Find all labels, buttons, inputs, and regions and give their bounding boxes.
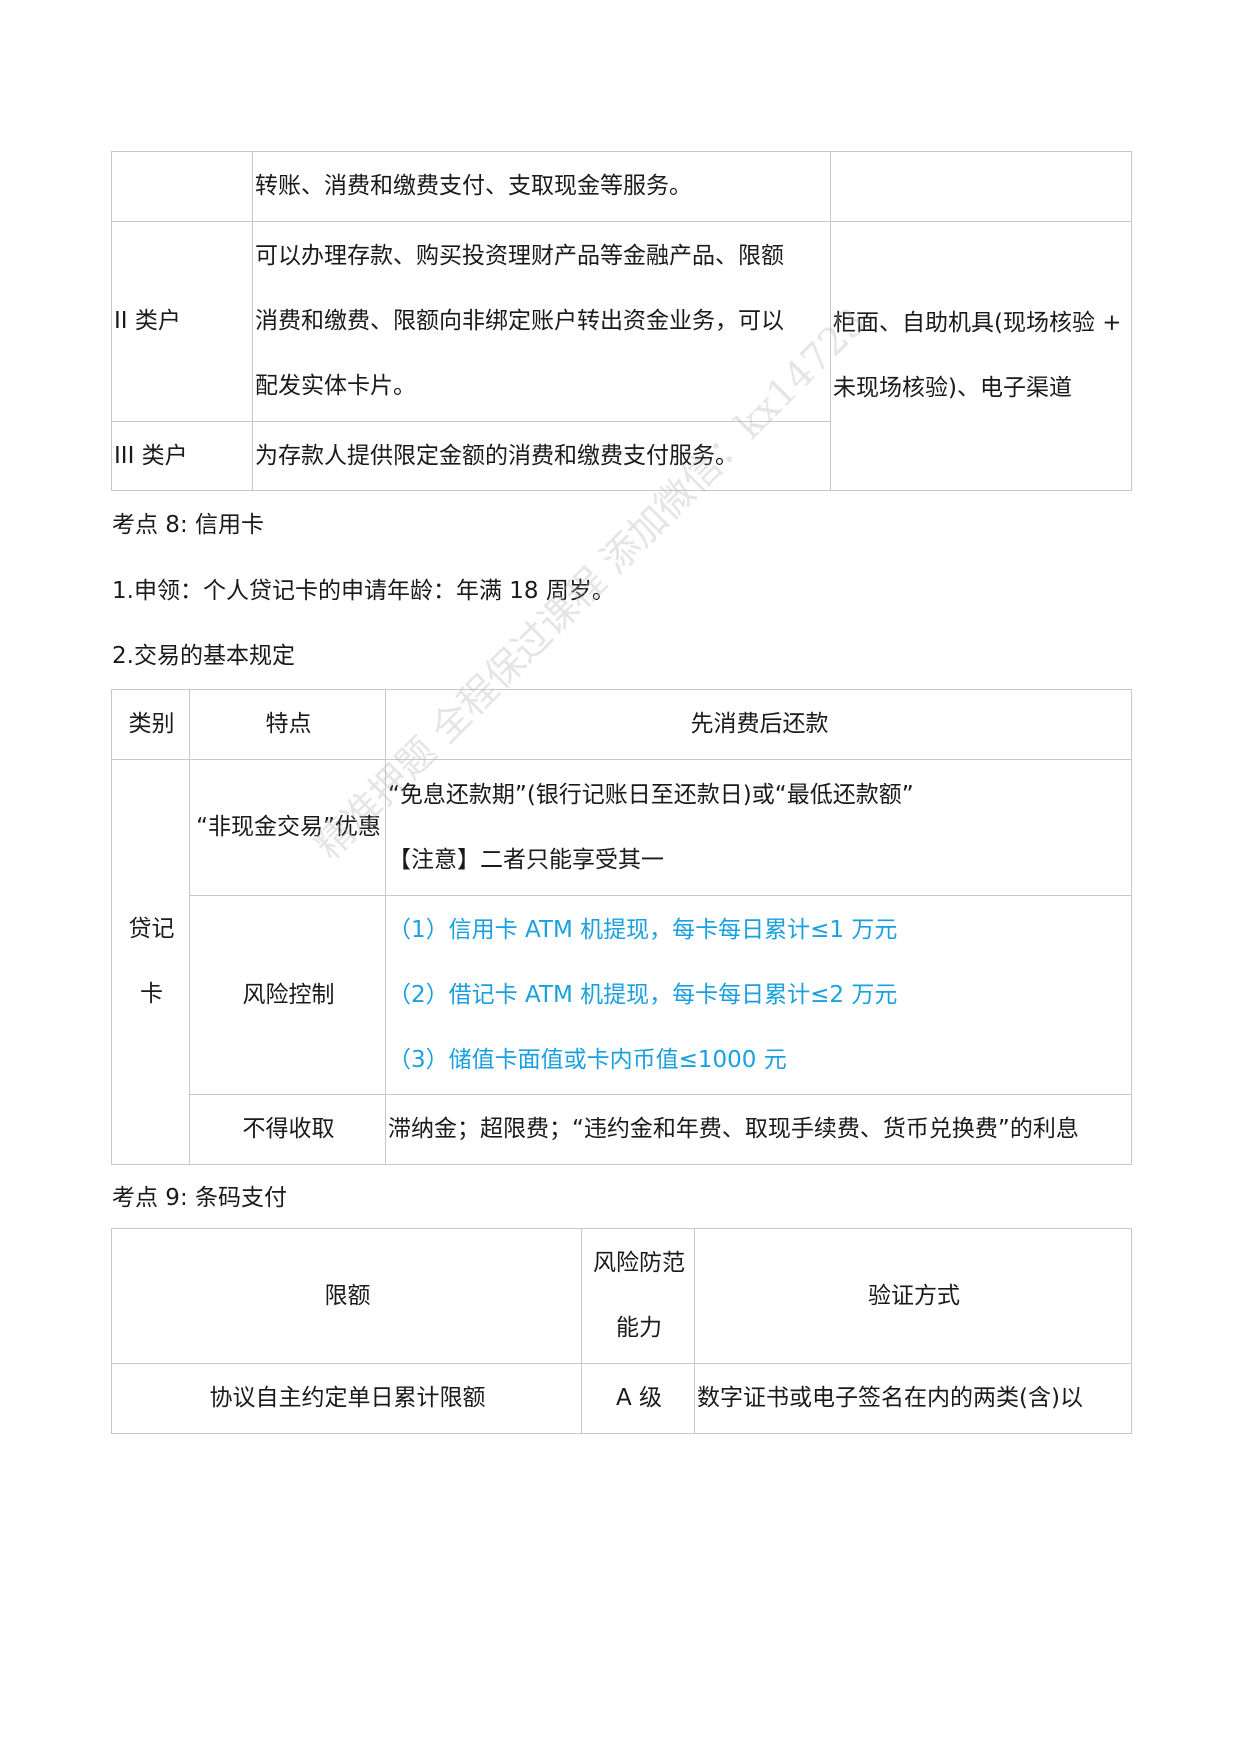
text-line: “免息还款期”(银行记账日至还款日)或“最低还款额” [388,781,914,808]
text-line: 配发实体卡片。 [255,373,416,399]
table-cell [111,151,253,222]
table-cell: 协议自主约定单日累计限额 [111,1363,582,1434]
feature-cell: 风险控制 [189,895,386,1095]
heading-point-9: 考点 9: 条码支付 [112,1185,288,1211]
column-header: 类别 [111,689,190,760]
table-row: 协议自主约定单日累计限额 A 级 数字证书或电子签名在内的两类(含)以 [111,1363,1132,1434]
text-line: 未现场核验)、电子渠道 [833,375,1072,401]
table-row: III 类户 为存款人提供限定金额的消费和缴费支付服务。 [111,421,1132,491]
barcode-payment-table: 限额 风险防范 能力 验证方式 协议自主约定单日累计限额 A 级 数字证书或电子… [111,1228,1132,1434]
text-line: （1）信用卡 ATM 机提现，每卡每日累计≤1 万元 [388,916,898,943]
account-class-ii: II 类户 [111,221,253,422]
channel-cell: 柜面、自助机具(现场核验 + 未现场核验)、电子渠道 [830,221,1132,491]
text-line: 贷记 [128,916,175,942]
column-header: 限额 [111,1228,582,1364]
paragraph-transaction-rules: 2.交易的基本规定 [112,643,295,669]
text-line: 卡 [140,981,163,1007]
column-header: 特点 [189,689,386,760]
text-line: 【注意】二者只能享受其一 [388,846,664,873]
column-header: 风险防范 能力 [581,1228,695,1364]
account-type-table: 转账、消费和缴费支付、支取现金等服务。 II 类户 可以办理存款、购买投资理财产… [111,151,1132,491]
text-line: 能力 [616,1315,662,1341]
feature-cell: 不得收取 [189,1094,386,1165]
table-row: 不得收取 滞纳金；超限费；“违约金和年费、取现手续费、货币兑换费”的利息 [112,1094,1132,1165]
table-cell: 可以办理存款、购买投资理财产品等金融产品、限额 消费和缴费、限额向非绑定账户转出… [252,221,831,422]
heading-point-8: 考点 8: 信用卡 [112,512,265,538]
text-line: （3）储值卡面值或卡内币值≤1000 元 [388,1046,787,1073]
table-row: 风险控制 （1）信用卡 ATM 机提现，每卡每日累计≤1 万元 （2）借记卡 A… [112,895,1132,1095]
table-header-row: 类别 特点 先消费后还款 [111,689,1132,760]
text-line: 可以办理存款、购买投资理财产品等金融产品、限额 [255,243,784,269]
table-row: 转账、消费和缴费支付、支取现金等服务。 [111,151,1132,222]
content-cell: （1）信用卡 ATM 机提现，每卡每日累计≤1 万元 （2）借记卡 ATM 机提… [385,895,1132,1095]
column-header: 先消费后还款 [385,689,1132,760]
column-header: 验证方式 [694,1228,1132,1364]
account-class-iii: III 类户 [111,421,253,491]
table-cell: 为存款人提供限定金额的消费和缴费支付服务。 [252,421,831,491]
category-cell: 贷记 卡 [111,759,190,1165]
feature-cell: “非现金交易”优惠 [189,759,386,896]
table-cell: 数字证书或电子签名在内的两类(含)以 [694,1363,1132,1434]
paragraph-application: 1.申领：个人贷记卡的申请年龄：年满 18 周岁。 [112,578,615,604]
table-cell: A 级 [581,1363,695,1434]
table-row: 贷记 卡 “非现金交易”优惠 “免息还款期”(银行记账日至还款日)或“最低还款额… [111,759,1132,1165]
table-cell: 转账、消费和缴费支付、支取现金等服务。 [252,151,831,222]
content-cell: “免息还款期”(银行记账日至还款日)或“最低还款额” 【注意】二者只能享受其一 [385,759,1132,896]
table-cell [830,151,1132,222]
table-row: II 类户 可以办理存款、购买投资理财产品等金融产品、限额 消费和缴费、限额向非… [111,221,1132,491]
table-header-row: 限额 风险防范 能力 验证方式 [111,1228,1132,1364]
text-line: 风险防范 [593,1250,685,1276]
content-cell: 滞纳金；超限费；“违约金和年费、取现手续费、货币兑换费”的利息 [385,1094,1132,1165]
text-line: 柜面、自助机具(现场核验 + [833,310,1122,336]
text-line: （2）借记卡 ATM 机提现，每卡每日累计≤2 万元 [388,981,898,1008]
text-line: 消费和缴费、限额向非绑定账户转出资金业务，可以 [255,308,784,334]
credit-card-table: 类别 特点 先消费后还款 贷记 卡 “非现金交易”优惠 “免息还款期”(银行记账… [111,689,1132,1165]
